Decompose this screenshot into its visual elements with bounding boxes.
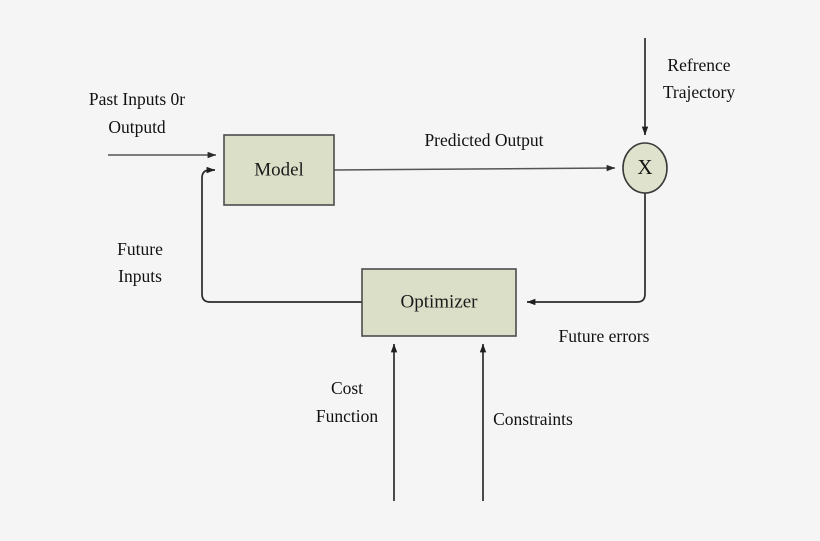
summing-junction[interactable] [622,142,668,194]
label-reference-trajectory-line2: Trajectory [663,82,736,102]
label-past-inputs-line1: Past Inputs 0r [89,89,185,109]
label-past-inputs-line2: Outputd [108,117,166,137]
label-reference-trajectory-line1: Refrence [667,55,730,75]
edge-model-to-sum [333,164,616,172]
edge-sum-to-optimizer [526,193,646,306]
label-cost-function-line1: Cost [331,378,363,398]
model-block-label: Model [254,159,304,180]
optimizer-block[interactable] [361,268,517,337]
summing-junction-label: X [637,155,652,179]
edge-optimizer-to-model-feedback [201,166,362,303]
label-future-inputs-line2: Inputs [118,266,162,286]
label-cost-function-line2: Function [316,406,378,426]
label-constraints: Constraints [493,409,573,429]
model-block[interactable] [223,134,335,206]
label-future-errors: Future errors [559,326,650,346]
optimizer-block-label: Optimizer [400,291,478,312]
label-predicted-output: Predicted Output [424,130,543,150]
label-future-inputs-line1: Future [117,239,163,259]
